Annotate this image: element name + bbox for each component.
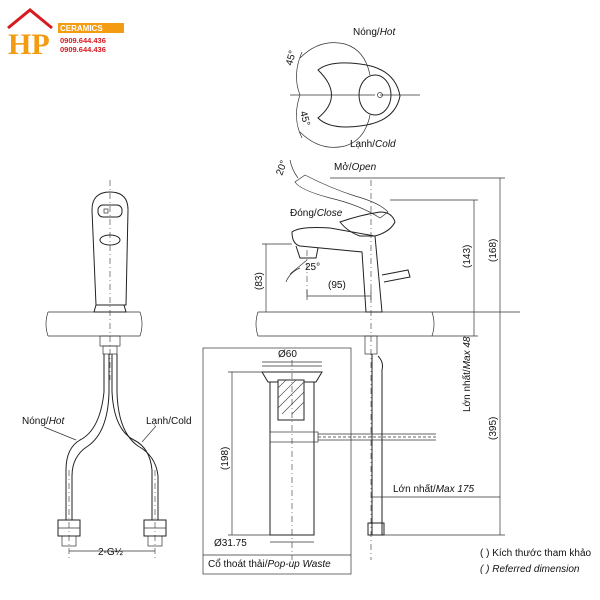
angle-lower-label: 45° xyxy=(297,110,312,127)
open-label: Mở/Open xyxy=(334,161,377,173)
angle-upper-label: 45° xyxy=(284,49,299,66)
dim-143: (143) xyxy=(462,245,473,268)
brand-name-bar xyxy=(58,23,124,33)
dim-168: (168) xyxy=(488,239,499,262)
dim-198: (198) xyxy=(220,447,231,470)
top-view: 45° 45° Nóng/Hot Lạnh/Cold xyxy=(284,27,420,150)
front-cold-label: Lạnh/Cold xyxy=(146,416,192,427)
brand-name: CERAMICS xyxy=(60,24,103,33)
popup-waste-detail: Ø60 (198) Ø31.75 Cổ thoát thải/Pop-up Wa… xyxy=(202,347,436,575)
front-view: Nóng/Hot Lạnh/Cold 2-G½ xyxy=(22,180,192,560)
brand-phone-1: 0909.644.436 xyxy=(60,36,106,45)
max-48-label: Lớn nhất/Max 48 xyxy=(461,336,473,412)
house-roof-icon xyxy=(7,8,53,30)
brand-phone-2: 0909.644.436 xyxy=(60,45,106,54)
top-hot-label: Nóng/Hot xyxy=(353,27,396,38)
angle-spout-label: 25° xyxy=(305,262,320,273)
legend: ( ) Kích thước tham khảo ( ) Referred di… xyxy=(480,548,592,575)
dim-395: (395) xyxy=(488,417,499,440)
angle-open-label: 20° xyxy=(274,159,290,177)
dim-3175: Ø31.75 xyxy=(214,538,247,549)
brand-logo: HP CERAMICS 0909.644.436 0909.644.436 xyxy=(7,8,124,61)
brand-initials: HP xyxy=(8,28,50,61)
dim-95: (95) xyxy=(328,280,346,291)
legend-en: ( ) Referred dimension xyxy=(480,564,580,575)
top-cold-label: Lạnh/Cold xyxy=(350,139,396,150)
countertop xyxy=(45,311,520,337)
front-hot-label: Nóng/Hot xyxy=(22,416,65,427)
legend-vi: ( ) Kích thước tham khảo xyxy=(480,548,592,559)
thread-size-label: 2-G½ xyxy=(98,547,124,558)
dim-60: Ø60 xyxy=(278,349,297,360)
side-view: 20° 25° Mở/Open Đóng/Close (83) (95) (14… xyxy=(254,159,505,560)
dim-83: (83) xyxy=(254,272,265,290)
popup-waste-caption: Cổ thoát thải/Pop-up Waste xyxy=(208,558,331,570)
close-label: Đóng/Close xyxy=(290,208,343,219)
max-175-label: Lớn nhất/Max 175 xyxy=(393,483,474,495)
